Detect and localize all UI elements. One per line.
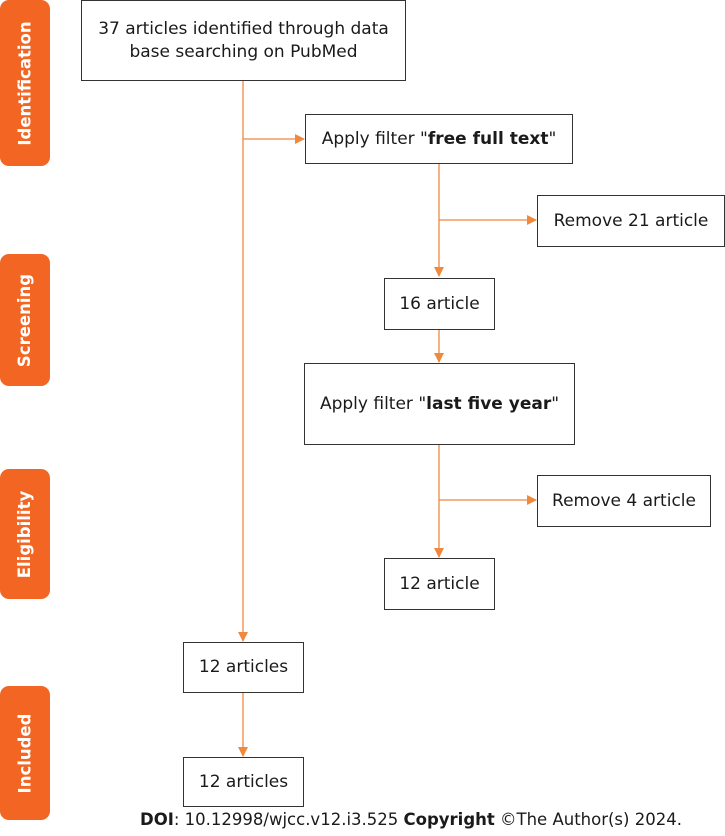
- doi-label: DOI: [140, 810, 174, 829]
- filter1-value: free full text: [427, 128, 549, 149]
- remove-4-box: Remove 4 article: [537, 475, 711, 527]
- filter1-suffix: ": [548, 128, 557, 149]
- doi-value: : 10.12998/wjcc.v12.i3.525: [173, 810, 404, 829]
- remove-21-box: Remove 21 article: [537, 195, 725, 247]
- identified-records-box: 37 articles identified through data base…: [81, 0, 406, 81]
- filter-last-five-year-box: Apply filter "last five year": [304, 363, 575, 445]
- filter2-suffix: ": [551, 393, 560, 414]
- included-result-label: 12 articles: [198, 771, 289, 792]
- stage-identification: Identification: [0, 0, 50, 166]
- left-result-label: 12 articles: [198, 657, 289, 678]
- filter1-prefix: Apply filter ": [321, 128, 428, 149]
- remove2-label: Remove 4 article: [552, 490, 696, 511]
- included-result-box: 12 articles: [183, 757, 304, 807]
- copyright-value: ©The Author(s) 2024.: [494, 810, 682, 829]
- after-filter2-label: 12 article: [399, 573, 480, 594]
- filter2-prefix: Apply filter ": [319, 393, 427, 414]
- after-filter1-box: 16 article: [384, 278, 495, 330]
- doi-footer: DOI: 10.12998/wjcc.v12.i3.525 Copyright …: [140, 810, 682, 829]
- stage-included: Included: [0, 686, 50, 820]
- left-result-box: 12 articles: [183, 642, 304, 693]
- copyright-label: Copyright: [403, 810, 495, 829]
- identified-line-1: 37 articles identified through data: [98, 18, 389, 39]
- after-filter2-box: 12 article: [384, 558, 495, 610]
- filter-free-full-text-box: Apply filter "free full text": [305, 114, 573, 164]
- filter2-value: last five year: [426, 393, 552, 414]
- identified-line-2: base searching on PubMed: [129, 41, 358, 62]
- remove1-label: Remove 21 article: [553, 210, 709, 231]
- stage-screening: Screening: [0, 254, 50, 386]
- stage-eligibility: Eligibility: [0, 469, 50, 599]
- after-filter1-label: 16 article: [399, 293, 480, 314]
